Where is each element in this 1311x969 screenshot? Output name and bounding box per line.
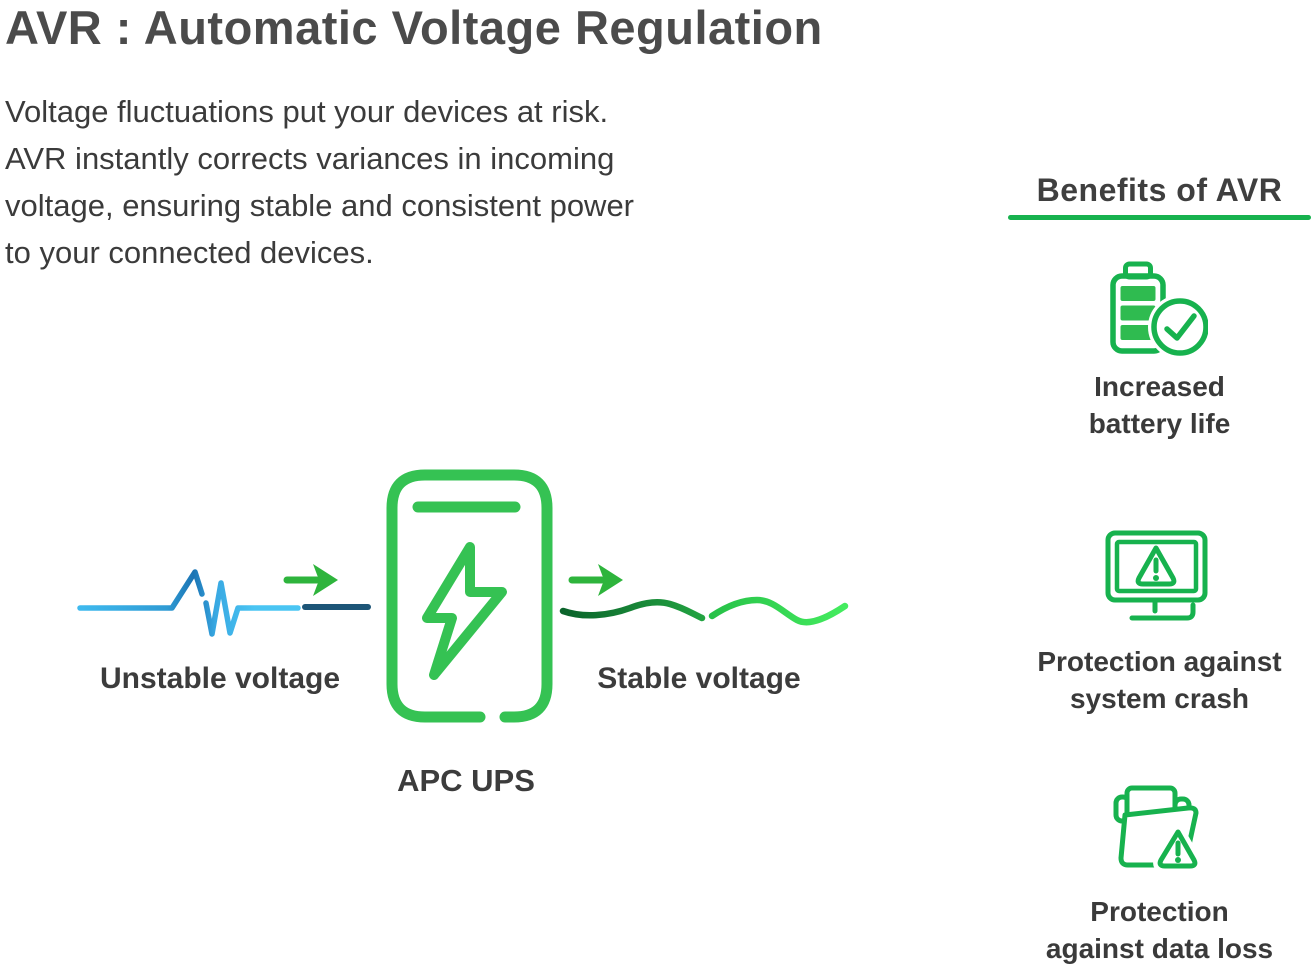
warning-triangle-icon	[1135, 545, 1177, 587]
stable-waveform-icon	[559, 596, 849, 626]
monitor-warning-icon	[1105, 530, 1208, 621]
unstable-voltage-label: Unstable voltage	[99, 662, 341, 695]
apc-ups-label: APC UPS	[397, 763, 535, 798]
stable-voltage-label: Stable voltage	[597, 662, 801, 695]
check-mark-icon	[1164, 313, 1197, 341]
benefit-caption: Protection against system crash	[1037, 646, 1282, 714]
unstable-waveform-icon	[77, 569, 301, 637]
battery-check-icon	[1110, 261, 1208, 359]
voltage-flow-diagram	[77, 469, 849, 723]
benefit-caption: Increased battery life	[1088, 371, 1231, 439]
benefit-caption: Protection against data loss	[1045, 896, 1274, 964]
arrow-right-icon	[283, 564, 338, 596]
arrow-right-icon	[568, 564, 623, 596]
warning-triangle-icon	[1157, 829, 1198, 869]
page-title: AVR : Automatic Voltage Regulation	[5, 1, 823, 54]
benefits-heading: Benefits of AVR	[1036, 172, 1283, 208]
folder-warning-icon	[1113, 785, 1202, 873]
lightning-bolt-icon	[422, 542, 507, 680]
ups-device-icon	[386, 469, 553, 723]
intro-text: Voltage fluctuations put your devices at…	[5, 94, 635, 270]
benefits-underline	[1008, 215, 1311, 220]
